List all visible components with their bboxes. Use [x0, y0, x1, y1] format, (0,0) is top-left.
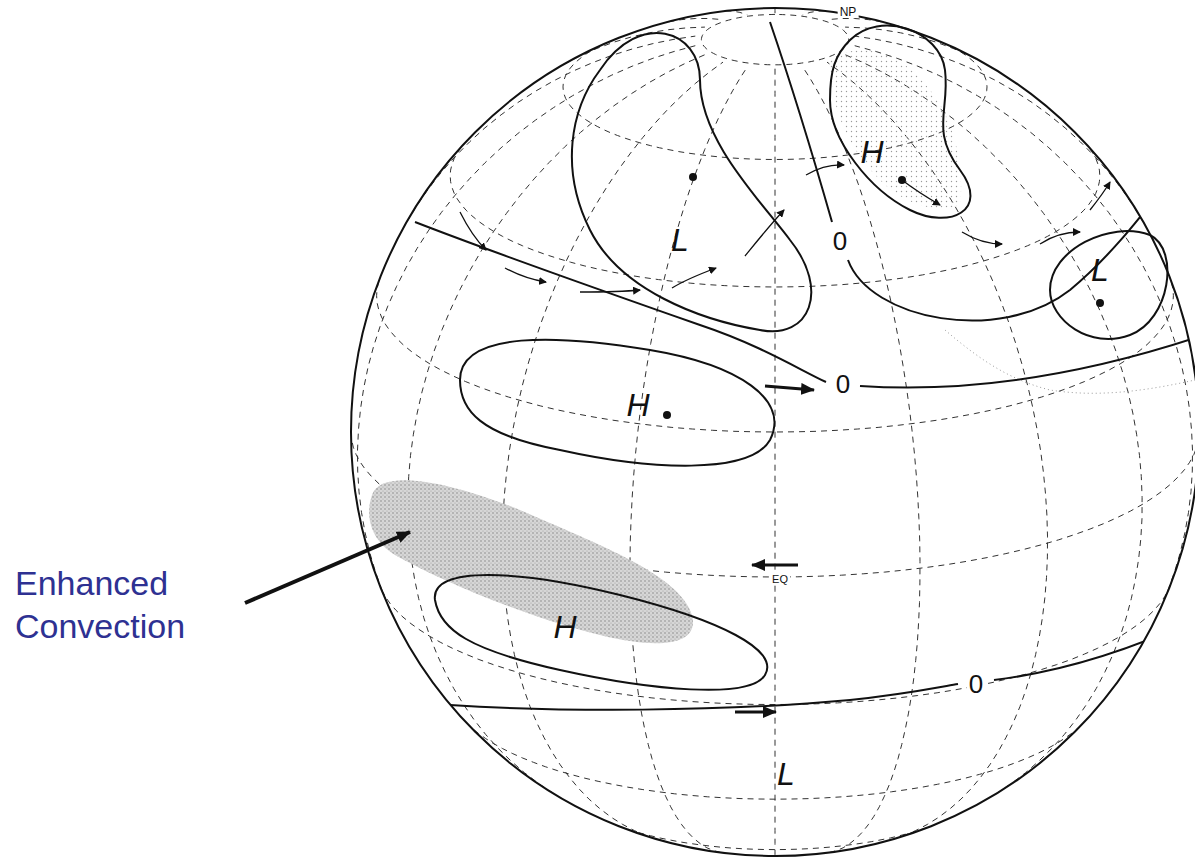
contour-line — [1050, 231, 1167, 339]
wind-arrows — [460, 165, 1110, 292]
contour-label: 0 — [834, 371, 852, 397]
grid-line — [408, 55, 705, 794]
contour-label: 0 — [831, 228, 849, 254]
pressure-letter: L — [777, 758, 795, 790]
globe-interior — [351, 9, 1195, 856]
callout-arrow — [245, 532, 410, 603]
wind-arrows-bold — [735, 386, 814, 712]
contour-line — [572, 33, 811, 331]
pressure-letter: L — [1091, 254, 1109, 286]
zero-contour — [770, 22, 832, 222]
callout-label: Enhanced Convection — [15, 562, 215, 647]
grid-line — [775, 9, 776, 14]
pressure-letter: H — [553, 611, 576, 643]
pressure-letter: H — [860, 136, 883, 168]
contour-outline — [450, 330, 790, 480]
zero-contour — [994, 620, 1195, 680]
zero-contour — [848, 150, 1195, 321]
contour-line — [830, 26, 970, 218]
pressure-letter: H — [626, 389, 649, 421]
contour-outline — [1040, 220, 1185, 350]
convection-shading — [369, 480, 693, 643]
grid-line — [725, 11, 747, 15]
grid-line — [803, 11, 825, 15]
low-contour: L — [555, 10, 835, 350]
high-contour: H — [425, 560, 780, 700]
zero-contour — [860, 338, 1195, 388]
pressure-letter: L — [671, 224, 689, 256]
low-contour: L — [1040, 220, 1185, 350]
contour-line — [435, 575, 767, 690]
contour-label: 0 — [967, 671, 985, 697]
grid-line — [775, 69, 776, 856]
globe-outline — [351, 8, 1195, 856]
equator-label: EQ — [770, 574, 790, 585]
high-contour: H — [820, 10, 995, 235]
contour-outline — [425, 560, 780, 700]
land-stipple — [830, 50, 961, 208]
zero-contour — [415, 222, 826, 382]
high-contour: H — [450, 330, 790, 480]
contour-line — [460, 340, 774, 466]
zero-contour — [450, 684, 958, 710]
grid-line — [503, 62, 724, 836]
graticule — [351, 9, 1195, 856]
grid-line — [630, 67, 747, 853]
grid-line — [406, 36, 695, 223]
contour-outline — [820, 10, 995, 235]
centre-dots — [663, 173, 1104, 419]
contour-outline — [555, 10, 835, 350]
pole-label: NP — [838, 6, 859, 18]
